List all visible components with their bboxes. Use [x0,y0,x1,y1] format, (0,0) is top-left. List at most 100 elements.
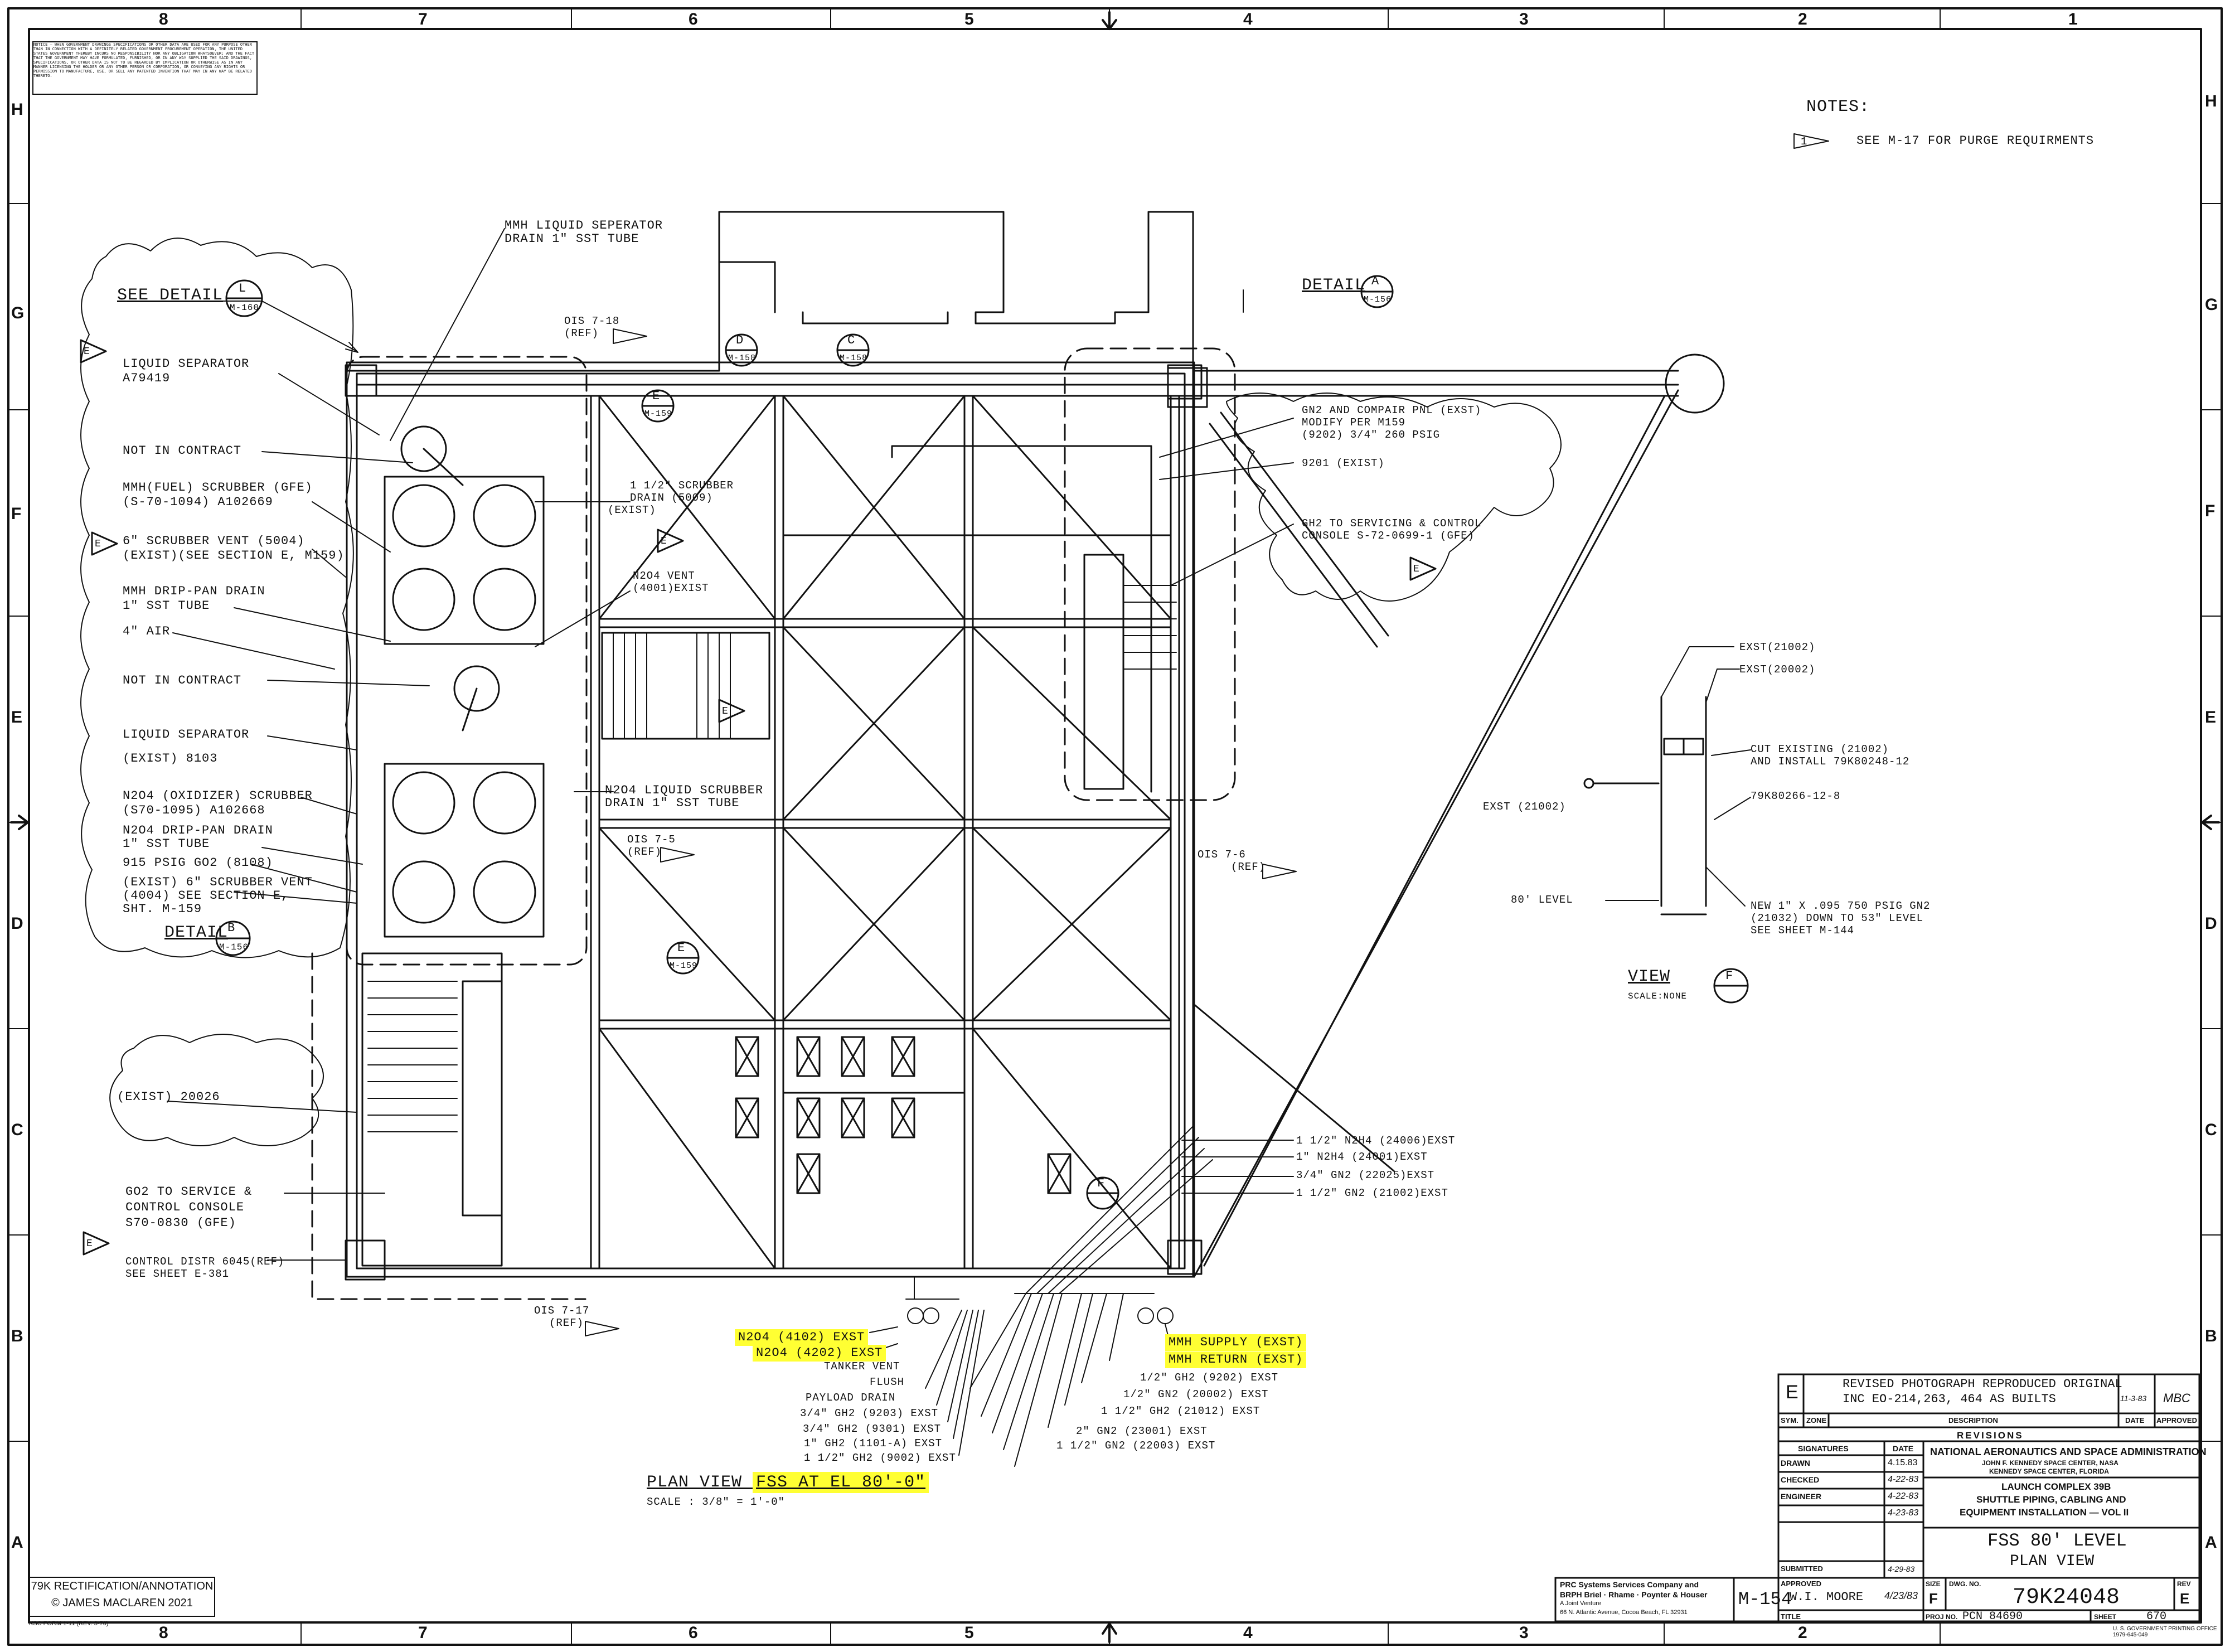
proj-no-value: PCN 84690 [1962,1610,2023,1623]
detail-a-letter: A [1371,274,1380,288]
col-description: DESCRIPTION [1948,1416,1998,1425]
annotation-credit-box: 79K RECTIFICATION/ANNOTATION © JAMES MAC… [29,1577,215,1617]
signatures-heading: SIGNATURES [1798,1444,1849,1453]
drawing-title-1: FSS 80' LEVEL [1987,1530,2127,1551]
n2o4-scrubber-drain-tube: DRAIN 1" SST TUBE [605,796,740,810]
pipe-21002-label: 1 1/2" GN2 (21002)EXST [1296,1187,1448,1199]
project-2: SHUTTLE PIPING, CABLING AND [1976,1494,2126,1505]
project-1: LAUNCH COMPLEX 39B [2001,1481,2111,1492]
section-e-letter-top: E [652,389,661,403]
checked-date: 4-22-83 [1888,1475,1919,1484]
mmh-drip-pan-label: MMH DRIP-PAN DRAIN [123,584,265,598]
exist-vent-label: (EXIST) 6" SCRUBBER VENT [123,875,313,889]
rev-value: E [2180,1590,2190,1607]
gh2-9203-label: 3/4" GH2 (9203) EXST [800,1407,939,1420]
zone-right-c: C [2205,1121,2217,1139]
fss-structure [345,211,1725,1281]
scrubber-drain-exist: (EXIST) [608,504,656,516]
view-f-scale: SCALE:NONE [1628,991,1688,1001]
view-f-letter: F [1725,969,1734,983]
go2-console-label: GO2 TO SERVICE & [125,1185,253,1199]
view-f-title: VIEW [1628,967,1671,986]
gh2-console-label: GH2 TO SERVICING & CONTROL [1302,517,1482,530]
contractor-line-2: BRPH Briel · Rhame · Poynter & Houser [1560,1590,1708,1599]
zone-left-d: D [11,914,23,933]
scrubber-enclosures [311,347,1236,1300]
detail-b-sheet: M-156 [219,942,249,952]
credit-line-1: 79K RECTIFICATION/ANNOTATION [31,1580,214,1592]
zone-right-a: A [2205,1533,2217,1552]
gn2-panel-modify: MODIFY PER M159 [1302,416,1406,429]
tanker-vent-label: TANKER VENT [824,1360,900,1373]
scrubber-drain-label: 1 1/2" SCRUBBER [630,479,734,492]
liquid-separator-1-pn: A79419 [123,371,171,385]
revision-description-1: REVISED PHOTOGRAPH REPRODUCED ORIGINAL [1843,1377,2122,1391]
zone-right-h: H [2205,92,2217,110]
center-name-2: KENNEDY SPACE CENTER, FLORIDA [1989,1467,2109,1475]
zone-left-f: F [11,505,22,523]
gn2-22003-label: 1 1/2" GN2 (22003) EXST [1056,1440,1216,1452]
detail-a-label: DETAIL [1302,276,1366,295]
ois-7-5-ref: (REF) [627,846,662,858]
ois-7-6-label: OIS 7-6 [1198,849,1246,861]
n2o4-vent-label: N2O4 VENT [633,570,695,582]
not-in-contract-1: NOT IN CONTRACT [123,444,242,458]
exist-vent-sheet: SHT. M-159 [123,902,202,916]
mmh-scrubber-skid [384,425,545,731]
zone-right-e: E [2205,708,2217,726]
scrubber-drain-number: DRAIN (5009) [630,492,713,504]
ois-7-17-ref: (REF) [549,1317,584,1329]
zone-top-2: 2 [1798,10,1807,28]
pipe-24006-label: 1 1/2" N2H4 (24006)EXST [1296,1135,1456,1147]
view-f-80-level: 80' LEVEL [1511,894,1573,906]
ref-sheet-number: M-154 [1738,1589,1792,1610]
exist-vent-ref: (4004) SEE SECTION E, [123,889,289,903]
agency-name: NATIONAL AERONAUTICS AND SPACE ADMINISTR… [1930,1446,2207,1457]
mmh-supply-label: MMH SUPPLY (EXST) [1165,1334,1307,1351]
liquid-separator-2-label: LIQUID SEPARATOR [123,728,250,742]
zone-left-a: A [11,1533,23,1552]
approved-label: APPROVED [1781,1580,1821,1588]
pipe-24001-label: 1" N2H4 (24001)EXST [1296,1151,1428,1163]
ois-7-18-label: OIS 7-18 [564,315,620,327]
contractor-line-3: A Joint Venture [1560,1600,1601,1607]
dwg-no-value: 79K24048 [2013,1585,2120,1610]
signatures-date-heading: DATE [1893,1444,1914,1453]
engineer-label: ENGINEER [1781,1492,1822,1501]
purge-flags [585,133,1829,1336]
mmh-separator-drain-tube: DRAIN 1" SST TUBE [505,232,639,246]
zone-right-g: G [2205,295,2218,314]
mmh-return-label: MMH RETURN (EXST) [1165,1351,1307,1368]
gh2-9301-label: 3/4" GH2 (9301) EXST [803,1423,942,1435]
gh2-1101-label: 1" GH2 (1101-A) EXST [804,1437,943,1450]
fuel-scrubber-label: MMH(FUEL) SCRUBBER (GFE) [123,481,313,495]
liquid-separator-2-pn: (EXIST) 8103 [123,752,218,766]
go2-8108-label: 915 PSIG GO2 (8108) [123,856,273,870]
approved-date: 4/23/83 [1884,1590,1918,1601]
gh2-21012-label: 1 1/2" GH2 (21012) EXST [1101,1405,1261,1417]
col-approved: APPROVED [2156,1416,2197,1425]
gpo-imprint: U. S. GOVERNMENT PRINTING OFFICE 1979-64… [2113,1626,2217,1638]
rev-flag-4: E [661,536,667,547]
n2o4-scrubber-drain-label: N2O4 LIQUID SCRUBBER [605,783,764,797]
not-in-contract-2: NOT IN CONTRACT [123,674,242,687]
drawn-label: DRAWN [1781,1459,1810,1467]
section-e-sheet-top: M-159 [644,409,673,419]
zone-left-h: H [11,100,23,119]
n2o4-drip-pan-tube: 1" SST TUBE [123,837,210,851]
center-right-leaders [390,228,1294,1194]
contractor-line-1: PRC Systems Services Company and [1560,1580,1699,1589]
sheet-label: SHEET [2094,1613,2117,1621]
zone-top-3: 3 [1519,10,1529,28]
oxidizer-scrubber-label: N2O4 (OXIDIZER) SCRUBBER [123,789,313,803]
sheet-border [7,7,2223,1646]
detail-b-label: DETAIL [164,923,229,942]
zone-top-1: 1 [2068,10,2078,28]
notes-title: NOTES: [1806,98,1870,117]
center-name-1: JOHN F. KENNEDY SPACE CENTER, NASA [1982,1459,2118,1467]
drawn-date: 4.15.83 [1888,1458,1918,1467]
view-f-detail [1583,646,1751,915]
n2o4-4202-label: N2O4 (4202) EXST [753,1345,886,1362]
submitted-date: 4-29-83 [1888,1564,1915,1573]
detail-d-sheet: M-158 [728,353,757,363]
